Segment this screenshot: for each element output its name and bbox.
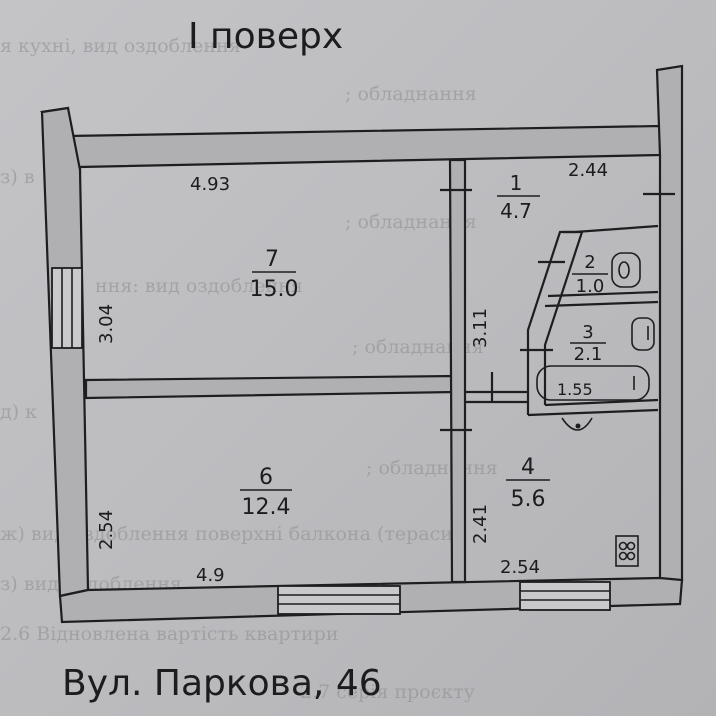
room-area: 1.0 bbox=[576, 276, 605, 297]
toilet-icon bbox=[611, 252, 641, 288]
form-line: ж) вид оздоблення поверхні балкона (тера… bbox=[0, 523, 460, 545]
room-area: 5.6 bbox=[511, 487, 546, 512]
room-area: 4.7 bbox=[500, 199, 532, 223]
room-number: 7 bbox=[265, 247, 279, 272]
room-label-7: 7 15.0 bbox=[250, 247, 299, 302]
room-label-6: 6 12.4 bbox=[240, 465, 292, 520]
form-line: ння: вид оздоблення bbox=[95, 275, 303, 297]
form-line: д) к bbox=[0, 401, 37, 423]
form-line: ; обладнання bbox=[345, 211, 477, 233]
door-marks bbox=[440, 188, 675, 432]
room-number: 6 bbox=[259, 465, 273, 490]
form-line: 2.6 Відновлена вартість квартири bbox=[0, 623, 339, 645]
form-line: з) в bbox=[0, 166, 35, 188]
bathtub-icon bbox=[536, 365, 650, 401]
dimension-label: 3.11 bbox=[470, 308, 491, 348]
form-line: ; обладнання bbox=[366, 457, 498, 479]
dimension-label: 2.41 bbox=[470, 504, 491, 544]
window-left bbox=[51, 267, 83, 349]
room-number: 3 bbox=[582, 322, 593, 343]
room-label-2: 2 1.0 bbox=[572, 252, 608, 297]
room-number: 2 bbox=[584, 252, 595, 273]
washbasin-icon bbox=[561, 417, 593, 431]
room-area: 12.4 bbox=[242, 495, 291, 520]
room-label-4: 4 5.6 bbox=[506, 455, 550, 512]
dimension-label: 2.44 bbox=[568, 160, 608, 181]
form-line: я кухні, вид оздоблення bbox=[0, 35, 241, 57]
form-line: 2.7 серія проєкту bbox=[300, 681, 475, 703]
address-label: Вул. Паркова, 46 bbox=[62, 663, 382, 704]
dimension-label: 4.9 bbox=[196, 565, 225, 586]
room-area: 2.1 bbox=[574, 344, 603, 365]
dimension-label: 1.55 bbox=[557, 380, 593, 399]
room-label-3: 3 2.1 bbox=[570, 322, 606, 365]
dimension-label: 2.54 bbox=[500, 557, 540, 578]
stove-icon bbox=[615, 535, 639, 567]
room-number: 1 bbox=[510, 171, 523, 195]
dimension-label: 2.54 bbox=[96, 510, 117, 550]
room-number: 4 bbox=[521, 455, 535, 480]
plan-title: I поверх bbox=[188, 16, 343, 57]
window-bottom-right bbox=[519, 581, 611, 611]
room-area: 15.0 bbox=[250, 277, 299, 302]
form-line: ; обладнання bbox=[345, 83, 477, 105]
interior-walls bbox=[84, 158, 659, 584]
sink-icon bbox=[631, 317, 655, 351]
dimension-label: 3.04 bbox=[96, 304, 117, 344]
room-label-1: 1 4.7 bbox=[497, 171, 540, 223]
window-bottom-left bbox=[277, 585, 401, 615]
dimension-label: 4.93 bbox=[190, 174, 230, 195]
